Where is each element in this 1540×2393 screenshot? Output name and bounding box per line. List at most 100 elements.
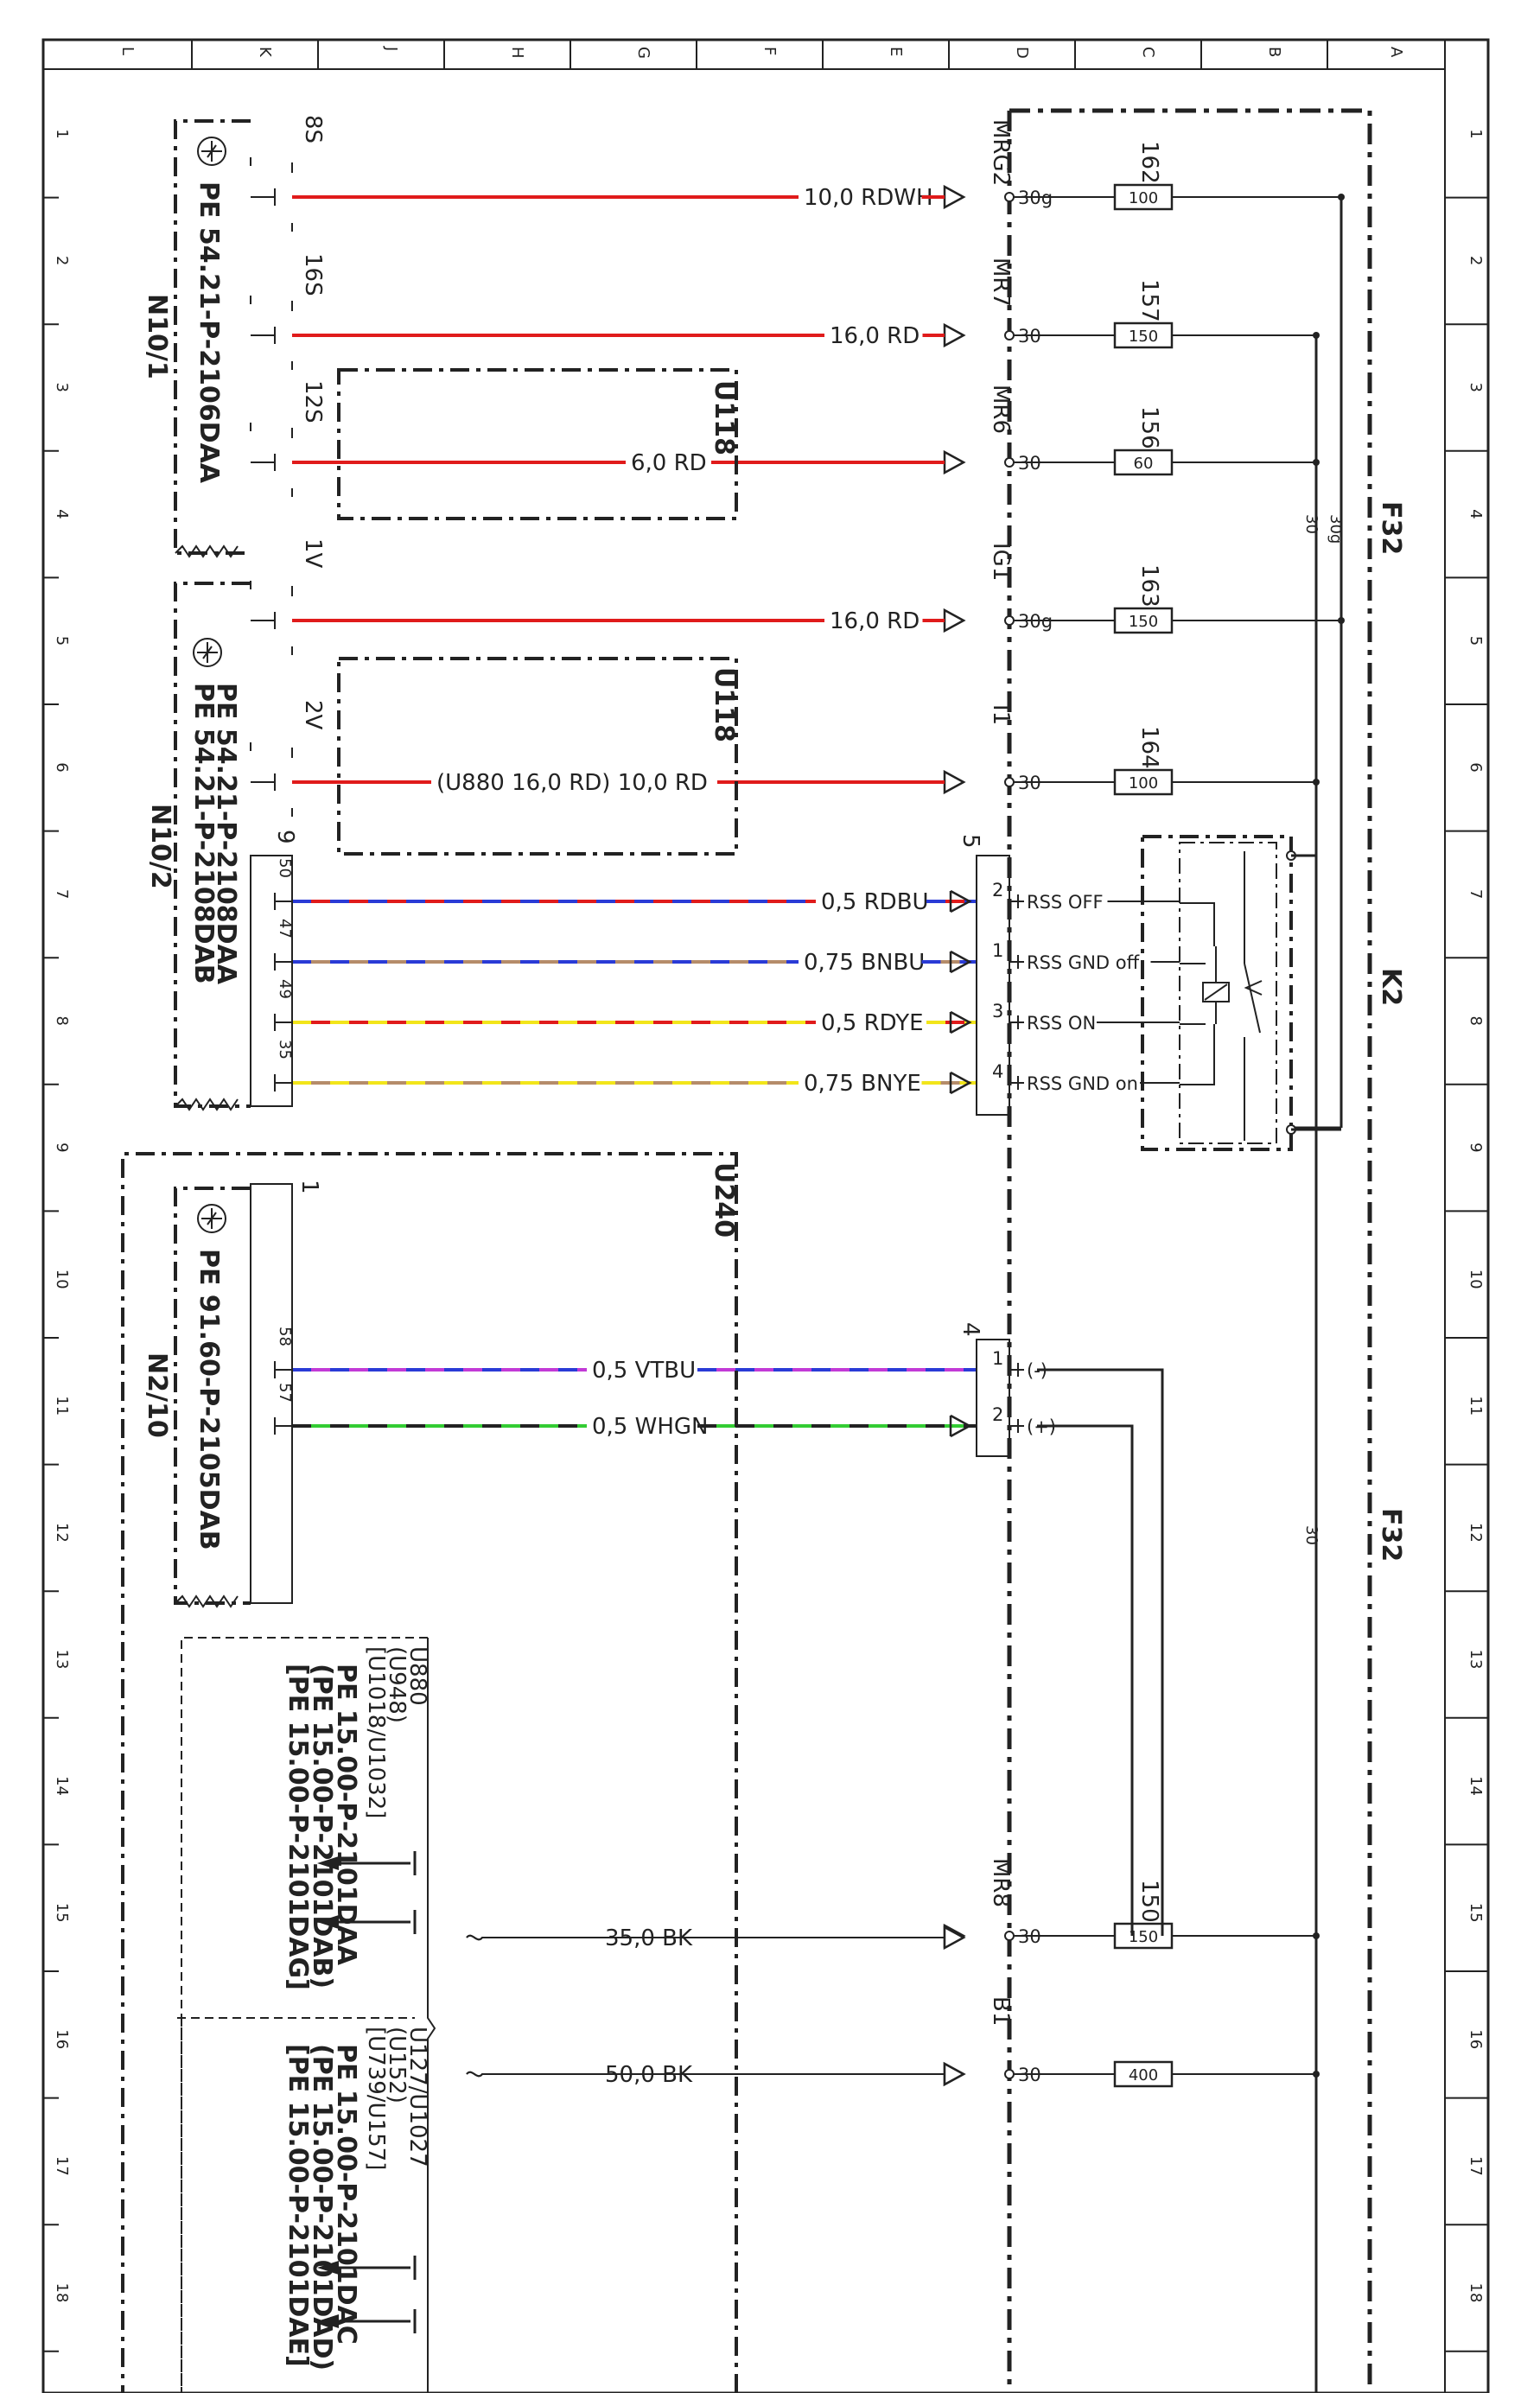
n10-1-label: N10/1 (142, 294, 172, 379)
reference-left: U880(U948)[U1018/U1032]PE 15.00-P-2101DA… (283, 1646, 430, 1990)
pe-reference[interactable]: [PE 15.00-P-2101DAE] (283, 2044, 313, 2367)
connector-pin: 1 (992, 1348, 1003, 1369)
connector-pin: 4 (992, 1061, 1003, 1082)
row-label-right-13: 13 (1467, 1650, 1485, 1670)
pe-n10-2b[interactable]: PE 54.21-P-2108DAB (188, 683, 219, 984)
n2-10-connector (250, 1183, 293, 1604)
pe-reference[interactable]: (PE 15.00-P-2101DAB) (307, 1664, 337, 1989)
fuse-number: 157 (1136, 279, 1162, 322)
pin-50: 50 (276, 858, 294, 878)
terminal-B1: B1 (988, 1996, 1014, 2026)
fuse-rating: 100 (1129, 774, 1158, 792)
f32-label-top: F32 (1376, 501, 1406, 555)
row-label-right-2: 2 (1467, 256, 1485, 265)
k2-relay (1141, 835, 1341, 1151)
terminal-I1: I1 (988, 704, 1014, 725)
row-label-right-4: 4 (1467, 509, 1485, 519)
u118-label-a: U118 (709, 380, 739, 455)
connector-pin: 3 (992, 1001, 1003, 1021)
variant-code: (U948) (384, 1646, 410, 1723)
pe-reference[interactable]: (PE 15.00-P-2101DAD) (307, 2044, 337, 2371)
terminal-MR6: MR6 (988, 385, 1014, 434)
row-label-right-8: 8 (1467, 1016, 1485, 1026)
pin-16S: 16S (300, 253, 326, 296)
n10-2-box (174, 582, 251, 1108)
connector-pin: 2 (992, 1404, 1003, 1425)
pin-12S: 12S (300, 380, 326, 423)
fuse-number: 150 (1136, 1880, 1162, 1923)
pe-reference[interactable]: [PE 15.00-P-2101DAG] (283, 1664, 313, 1990)
fuse-number: 164 (1136, 726, 1162, 769)
sheet-frame (41, 38, 1490, 2393)
row-label-right-1: 1 (1467, 129, 1485, 138)
fuse-rating: 150 (1129, 328, 1158, 346)
connector-4-label: 4 (958, 1322, 983, 1337)
fuse-pin: 30g (1018, 188, 1053, 208)
wire-label: (U880 16,0 RD) 10,0 RD (436, 770, 708, 796)
row-label-left-13: 13 (53, 1650, 71, 1670)
f32-box (1009, 108, 1372, 2393)
pin-49: 49 (276, 979, 294, 999)
fuse-pin: 30g (1018, 611, 1053, 632)
row-label-left-3: 3 (53, 383, 71, 392)
fuse-rating: 150 (1129, 613, 1158, 631)
row-label-left-17: 17 (53, 2156, 71, 2176)
pe-n2-10[interactable]: PE 91.60-P-2105DAB (194, 1249, 224, 1550)
variant-code: [U739/U157] (363, 2027, 389, 2170)
fuse-rating: 60 (1134, 455, 1154, 473)
fuse-rating: 100 (1129, 189, 1158, 207)
pe-n10-2a[interactable]: PE 54.21-P-2108DAA (211, 683, 241, 985)
terminal-MRG2: MRG2 (988, 119, 1014, 186)
pin-8S: 8S (300, 115, 326, 143)
row-label-left-5: 5 (53, 636, 71, 646)
wire-label: 16,0 RD (830, 608, 920, 634)
row-label-left-7: 7 (53, 889, 71, 899)
column-label-A: A (1387, 47, 1405, 58)
pe-reference[interactable]: PE 15.00-P-2101DAC (331, 2044, 361, 2345)
n10-2-connector (250, 855, 293, 1107)
u118-box-a (337, 368, 738, 520)
bottom-feeds (466, 1934, 700, 2078)
variant-code: [U1018/U1032] (363, 1646, 389, 1818)
row-label-left-2: 2 (53, 256, 71, 265)
ground-symbol-n10-2 (193, 638, 222, 667)
wire-label: 10,0 RDWH (804, 185, 933, 211)
n10-2-label: N10/2 (145, 804, 175, 889)
pin-47: 47 (276, 919, 294, 939)
row-label-left-14: 14 (53, 1776, 71, 1796)
row-label-right-3: 3 (1467, 383, 1485, 392)
column-label-C: C (1139, 47, 1157, 58)
row-label-right-7: 7 (1467, 889, 1485, 899)
row-label-right-12: 12 (1467, 1523, 1485, 1543)
row-label-right-14: 14 (1467, 1776, 1485, 1796)
n2-10-box (174, 1187, 251, 1605)
pe-reference[interactable]: PE 15.00-P-2101DAA (331, 1664, 361, 1966)
signal-name: RSS GND on (1027, 1073, 1138, 1094)
terminal-MR7: MR7 (988, 258, 1014, 307)
sensor-return-wires (1037, 1368, 1164, 1936)
wire-1[interactable]: 10,0 RDWH 8S (250, 115, 945, 232)
connector-5-label: 5 (958, 834, 983, 849)
pin-58: 58 (276, 1327, 294, 1346)
column-label-J: J (382, 46, 400, 51)
n2-10-label: N2/10 (142, 1352, 172, 1438)
f32-label-bottom: F32 (1376, 1508, 1406, 1562)
row-label-left-1: 1 (53, 129, 71, 138)
terminal-MR8: MR8 (988, 1858, 1014, 1907)
pe-n10-1[interactable]: PE 54.21-P-2106DAA (194, 181, 224, 484)
